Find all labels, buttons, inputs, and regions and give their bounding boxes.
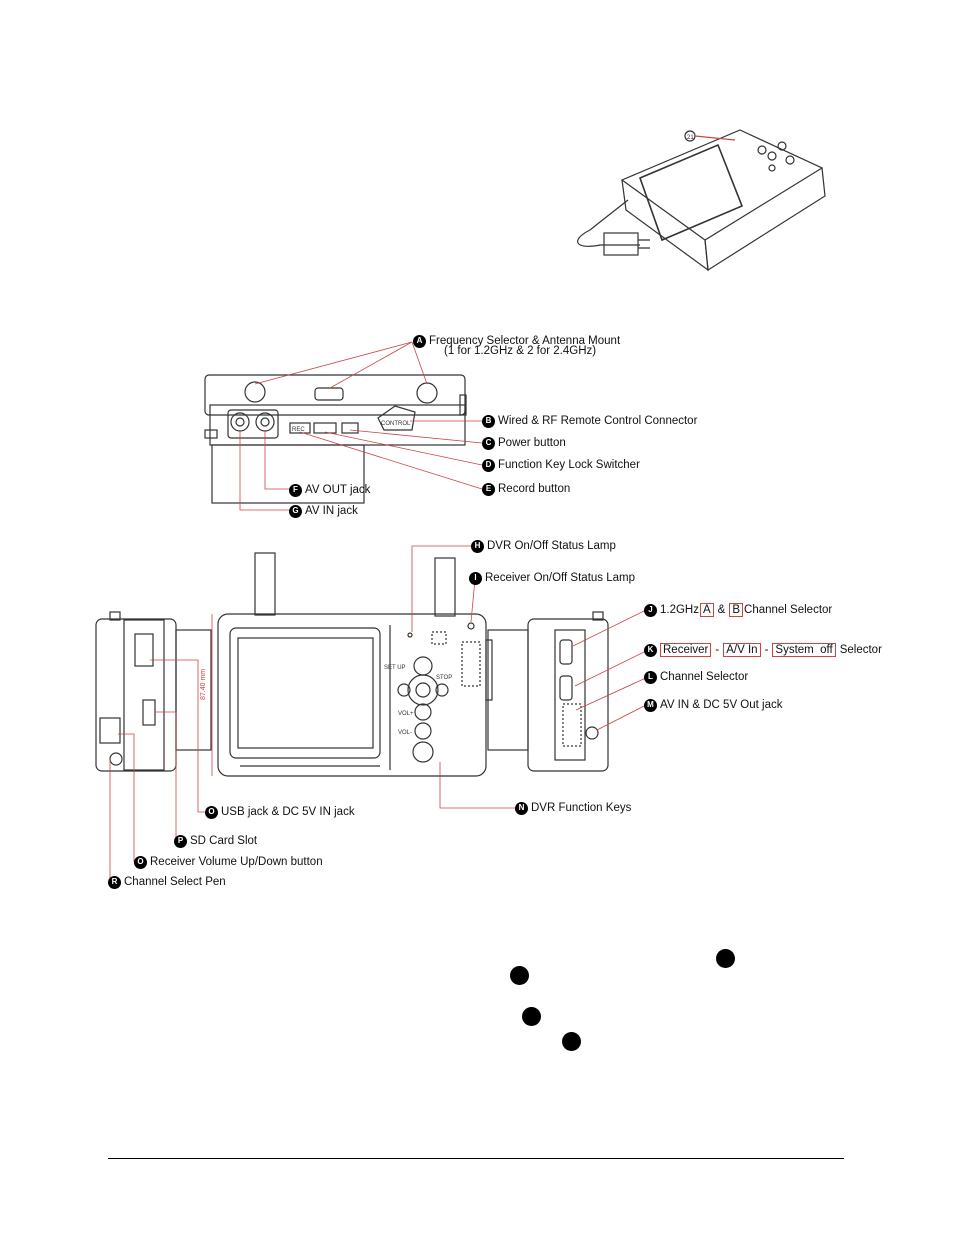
label-f-text: AV OUT jack [305,484,371,496]
label-p: P SD Card Slot [174,834,257,848]
label-j-pre: 1.2GHz [660,604,699,616]
badge-h: H [471,539,484,553]
set-up-text: SET UP [384,665,406,671]
label-n: N DVR Function Keys [515,801,631,815]
body-badge-dot-4 [562,1032,581,1051]
label-k-box-3: System off [772,643,836,657]
label-l-text: Channel Selector [660,671,749,683]
badge-k: K [644,643,657,657]
label-o-volume: O Receiver Volume Up/Down button [134,855,323,869]
badge-f: F [289,483,302,497]
label-d: D Function Key Lock Switcher [482,458,640,472]
label-j-post: Channel Selector [744,604,833,616]
vol-minus-text: VOL- [398,730,412,736]
label-j-amp: & [717,604,726,616]
badge-d: D [482,458,495,472]
body-badge-dot-2 [510,966,529,985]
label-o-usb-text: USB jack & DC 5V IN jack [221,806,355,818]
label-r-text: Channel Select Pen [124,876,226,888]
label-g-text: AV IN jack [305,505,358,517]
device-top-view [204,374,467,504]
body-badge-dot-3 [522,1007,541,1026]
badge-o-usb: O [205,805,218,819]
badge-g: G [289,504,302,518]
label-p-text: SD Card Slot [190,835,258,847]
device-right-side-view [487,611,609,772]
badge-n: N [515,801,528,815]
label-a-line2: (1 for 1.2GHz & 2 for 2.4GHz) [444,345,597,357]
footer-rule [108,1158,844,1159]
label-k-sep-2: - [764,644,769,656]
badge-a: A [413,334,426,348]
label-l: L Channel Selector [644,670,748,684]
label-m: M AV IN & DC 5V Out jack [644,698,783,712]
label-d-text: Function Key Lock Switcher [498,459,640,471]
badge-o-volume: O [134,855,147,869]
label-e-text: Record button [498,483,571,495]
badge-r: R [108,875,121,889]
label-i-text: Receiver On/Off Status Lamp [485,572,635,584]
badge-b: B [482,414,495,428]
label-j-box-a: A [700,603,714,617]
label-h-text: DVR On/Off Status Lamp [487,540,616,552]
label-e: E Record button [482,482,570,496]
label-b-text: Wired & RF Remote Control Connector [498,415,698,427]
badge-c: C [482,436,495,450]
vol-plus-text: VOL+ [398,711,414,717]
label-o-volume-text: Receiver Volume Up/Down button [150,856,323,868]
badge-p: P [174,834,187,848]
label-a-line1: Frequency Selector & Antenna Mount [429,335,621,347]
rec-text: REC [292,427,305,433]
label-o-usb: O USB jack & DC 5V IN jack [205,805,355,819]
label-j-box-b: B [729,603,744,617]
dimension-label: 87.40 mm [200,669,207,700]
device-perspective-illustration [577,129,826,272]
label-k-sep-1: - [715,644,720,656]
label-c: C Power button [482,436,566,450]
device-front-view [217,552,493,777]
label-r: R Channel Select Pen [108,875,226,889]
callout-21: 21 [687,135,694,141]
badge-m: M [644,698,657,712]
control-text: CONTROL [381,421,411,427]
label-k-post: Selector [839,644,882,656]
label-k-box-2: A/V In [723,643,761,657]
label-g: G AV IN jack [289,504,358,518]
label-m-text: AV IN & DC 5V Out jack [660,699,783,711]
label-j: J 1.2GHz A & B Channel Selector [644,603,832,617]
badge-i: I [469,571,482,585]
label-f: F AV OUT jack [289,483,370,497]
stop-text: STOP [436,675,452,681]
label-h: H DVR On/Off Status Lamp [471,539,616,553]
badge-j: J [644,603,657,617]
device-left-side-view [95,611,212,772]
badge-e: E [482,482,495,496]
leader-lines [109,341,649,880]
label-c-text: Power button [498,437,566,449]
label-k-box-1: Receiver [660,643,712,657]
label-k: K Receiver - A/V In - System off Selecto… [644,643,882,657]
label-i: I Receiver On/Off Status Lamp [469,571,635,585]
label-a: A Frequency Selector & Antenna Mount [413,334,620,348]
label-n-text: DVR Function Keys [531,802,632,814]
body-badge-dot-1 [716,949,735,968]
badge-l: L [644,670,657,684]
label-b: B Wired & RF Remote Control Connector [482,414,697,428]
